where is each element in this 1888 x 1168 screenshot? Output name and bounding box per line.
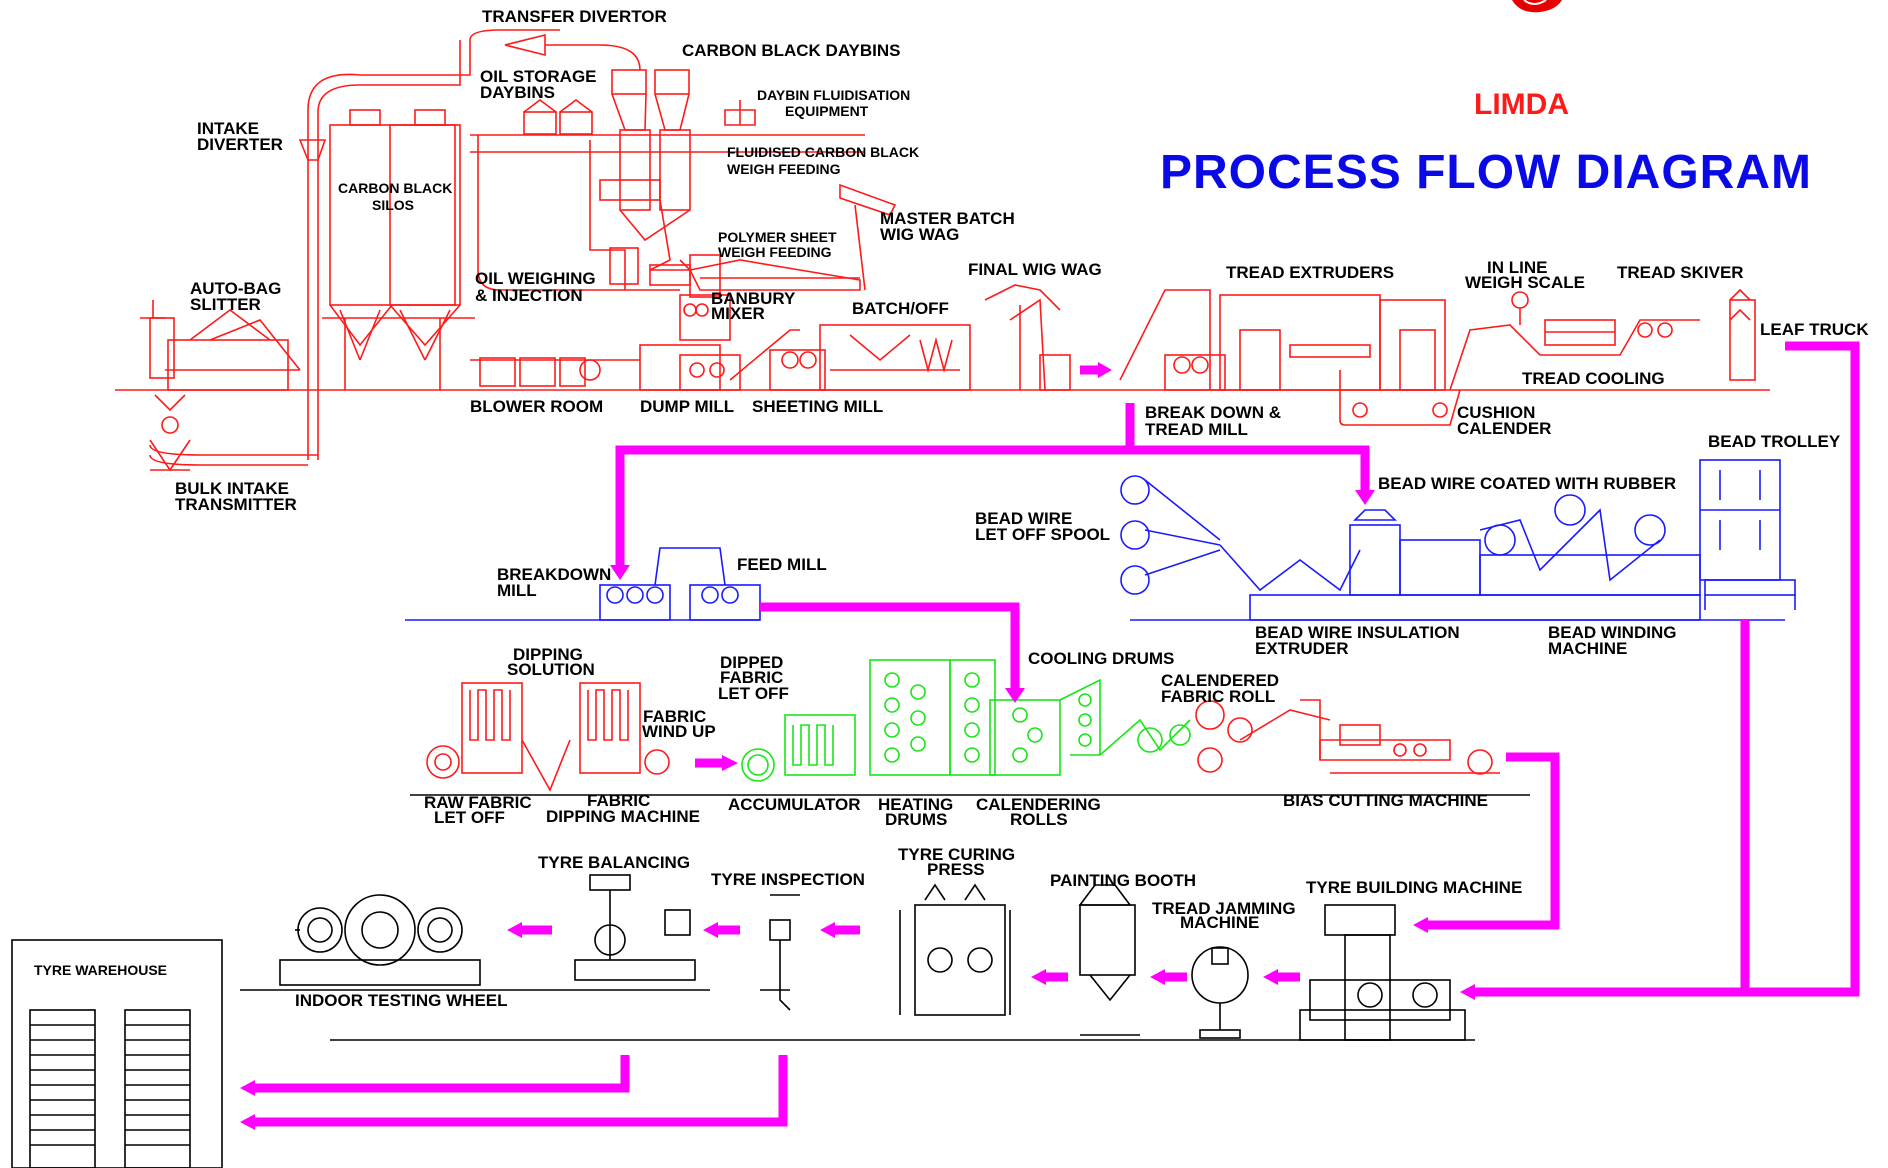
label-daybin-fluidisation: DAYBIN FLUIDISATION (757, 87, 910, 103)
label-feed-mill: FEED MILL (737, 555, 827, 574)
label-daybin-fluidisation-2: EQUIPMENT (785, 103, 869, 119)
label-batch-off: BATCH/OFF (852, 299, 949, 318)
label-dipped-let-off: LET OFF (718, 684, 789, 703)
label-polymer-sheet-2: WEIGH FEEDING (718, 244, 832, 260)
label-tread-mill: TREAD MILL (1145, 420, 1248, 439)
brand-name: LIMDA (1474, 88, 1569, 121)
label-leaf-truck: LEAF TRUCK (1760, 320, 1869, 339)
label-breakdown-mill: MILL (497, 581, 537, 600)
label-tyre-warehouse: TYRE WAREHOUSE (34, 962, 167, 978)
label-cooling-drums: COOLING DRUMS (1028, 649, 1174, 668)
label-bead-wire-coated: BEAD WIRE COATED WITH RUBBER (1378, 474, 1676, 493)
label-fluidised-carbon-black: FLUIDISED CARBON BLACK (727, 144, 919, 160)
label-polymer-sheet: POLYMER SHEET (718, 229, 837, 245)
label-mixer: MIXER (711, 304, 765, 323)
label-bead-trolley: BEAD TROLLEY (1708, 432, 1841, 451)
label-raw-let-off: LET OFF (434, 808, 505, 827)
label-carbon-black-silos-2: SILOS (372, 197, 414, 213)
label-heating-drums: DRUMS (885, 810, 947, 829)
label-carbon-black-silos: CARBON BLACK (338, 180, 452, 196)
label-transfer-divertor: TRANSFER DIVERTOR (482, 7, 667, 26)
label-bead-winding-machine: MACHINE (1548, 639, 1627, 658)
label-painting-booth: PAINTING BOOTH (1050, 871, 1196, 890)
label-fluidised-carbon-black-2: WEIGH FEEDING (727, 161, 841, 177)
label-calendering-rolls: ROLLS (1010, 810, 1068, 829)
label-tyre-balancing: TYRE BALANCING (538, 853, 690, 872)
label-tread-extruders: TREAD EXTRUDERS (1226, 263, 1394, 282)
label-tread-jamming-machine: MACHINE (1180, 913, 1259, 932)
label-sheeting-mill: SHEETING MILL (752, 397, 883, 416)
label-weigh-scale: WEIGH SCALE (1465, 273, 1585, 292)
label-wind-up: WIND UP (642, 722, 716, 741)
label-slitter: SLITTER (190, 295, 261, 314)
label-blower-room: BLOWER ROOM (470, 397, 603, 416)
label-accumulator: ACCUMULATOR (728, 795, 861, 814)
label-tyre-building: TYRE BUILDING MACHINE (1306, 878, 1522, 897)
label-final-wig-wag: FINAL WIG WAG (968, 260, 1102, 279)
label-tyre-inspection: TYRE INSPECTION (711, 870, 865, 889)
label-dump-mill: DUMP MILL (640, 397, 734, 416)
flow-arrows (240, 346, 1855, 1130)
label-extruder: EXTRUDER (1255, 639, 1349, 658)
label-dipping-machine: DIPPING MACHINE (546, 807, 700, 826)
label-tread-cooling: TREAD COOLING (1522, 369, 1665, 388)
label-oil-storage-daybins-2: DAYBINS (480, 83, 555, 102)
fabric-dipping-equipment (410, 660, 1530, 795)
limda-logo-icon (1512, 0, 1562, 12)
label-tread-skiver: TREAD SKIVER (1617, 263, 1744, 282)
label-intake-diverter-2: DIVERTER (197, 135, 283, 154)
label-fabric-roll: FABRIC ROLL (1161, 687, 1275, 706)
page-title: PROCESS FLOW DIAGRAM (1160, 146, 1812, 199)
label-master-batch-2: WIG WAG (880, 225, 959, 244)
label-let-off-spool: LET OFF SPOOL (975, 525, 1110, 544)
label-carbon-black-daybins: CARBON BLACK DAYBINS (682, 41, 901, 60)
label-press: PRESS (927, 860, 985, 879)
label-bias-cutting: BIAS CUTTING MACHINE (1283, 791, 1488, 810)
label-calender: CALENDER (1457, 419, 1551, 438)
label-solution: SOLUTION (507, 660, 595, 679)
label-transmitter: TRANSMITTER (175, 495, 297, 514)
label-injection: & INJECTION (475, 286, 583, 305)
label-indoor-testing: INDOOR TESTING WHEEL (295, 991, 508, 1010)
